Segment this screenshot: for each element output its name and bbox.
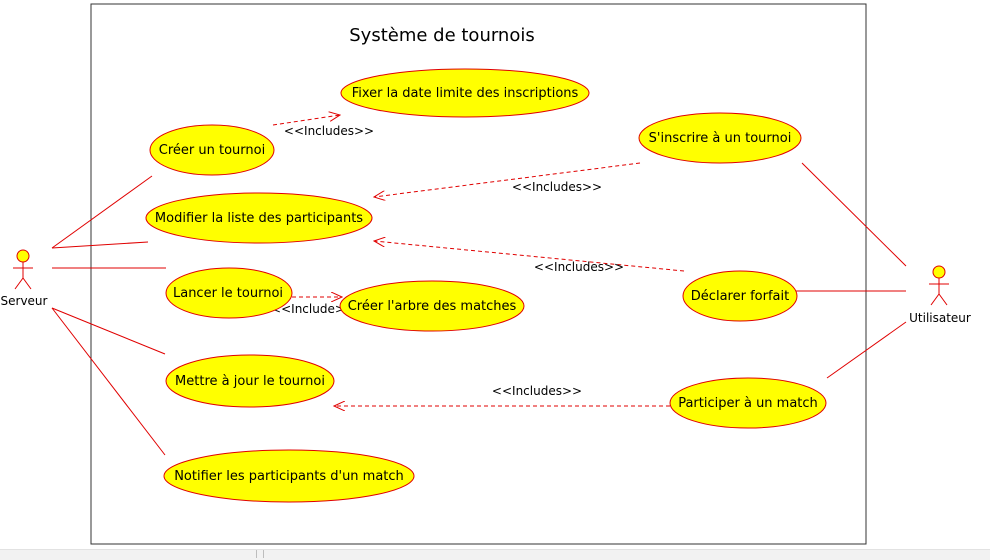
use-case-set-deadline[interactable] [340,68,590,118]
use-case-label: Lancer le tournoi [173,286,283,301]
system-title: Système de tournois [349,25,535,46]
assoc-server-edit [51,241,149,249]
include-forfeit-edit [374,241,685,272]
use-case-create-tournament[interactable] [149,124,275,176]
use-case-forfeit[interactable] [682,270,798,322]
include-label: <<Includes>> [512,180,602,194]
actor-label: Utilisateur [909,311,971,325]
include-create-deadline [272,115,340,126]
use-case-label: Fixer la date limite des inscriptions [352,86,579,101]
use-case-join-match[interactable] [669,377,827,429]
include-label: <<Includes>> [534,260,624,274]
use-case-label: Participer à un match [678,396,818,411]
include-dependencies [272,115,685,406]
include-label: <<Includes>> [492,384,582,398]
use-case-notify-participants[interactable] [163,449,415,503]
use-case-register[interactable] [638,112,802,164]
use-case-label: Créer l'arbre des matches [348,299,517,314]
stick-figure-icon [929,265,949,306]
stick-figure-icon [13,249,33,290]
assoc-user-register [801,162,907,267]
assoc-server-notify [51,307,166,456]
use-case-start-tournament[interactable] [165,267,293,319]
actor-user[interactable]: Utilisateur [909,265,971,325]
assoc-server-update [51,307,166,355]
use-case-label: Notifier les participants d'un match [174,469,404,484]
use-case-label: S'inscrire à un tournoi [649,131,792,146]
scrollbar-grip-icon[interactable] [256,550,264,558]
user-associations [796,162,907,379]
assoc-user-match [826,321,907,379]
actor-server[interactable]: Serveur [1,249,48,308]
horizontal-scrollbar[interactable] [0,549,990,560]
use-case-build-bracket[interactable] [339,280,525,332]
use-case-label: Créer un tournoi [159,143,265,158]
actor-label: Serveur [1,294,48,308]
include-label: <<Include>> [271,302,355,316]
use-case-label: Déclarer forfait [691,289,789,304]
system-boundary [90,3,867,545]
include-label: <<Includes>> [284,124,374,138]
server-associations [51,175,166,456]
use-case-label: Mettre à jour le tournoi [175,374,325,389]
use-case-label: Modifier la liste des participants [155,211,363,226]
include-register-edit [374,162,641,197]
use-case-edit-participants[interactable] [145,192,373,244]
use-case-update-tournament[interactable] [165,354,335,408]
assoc-server-create [51,175,153,249]
